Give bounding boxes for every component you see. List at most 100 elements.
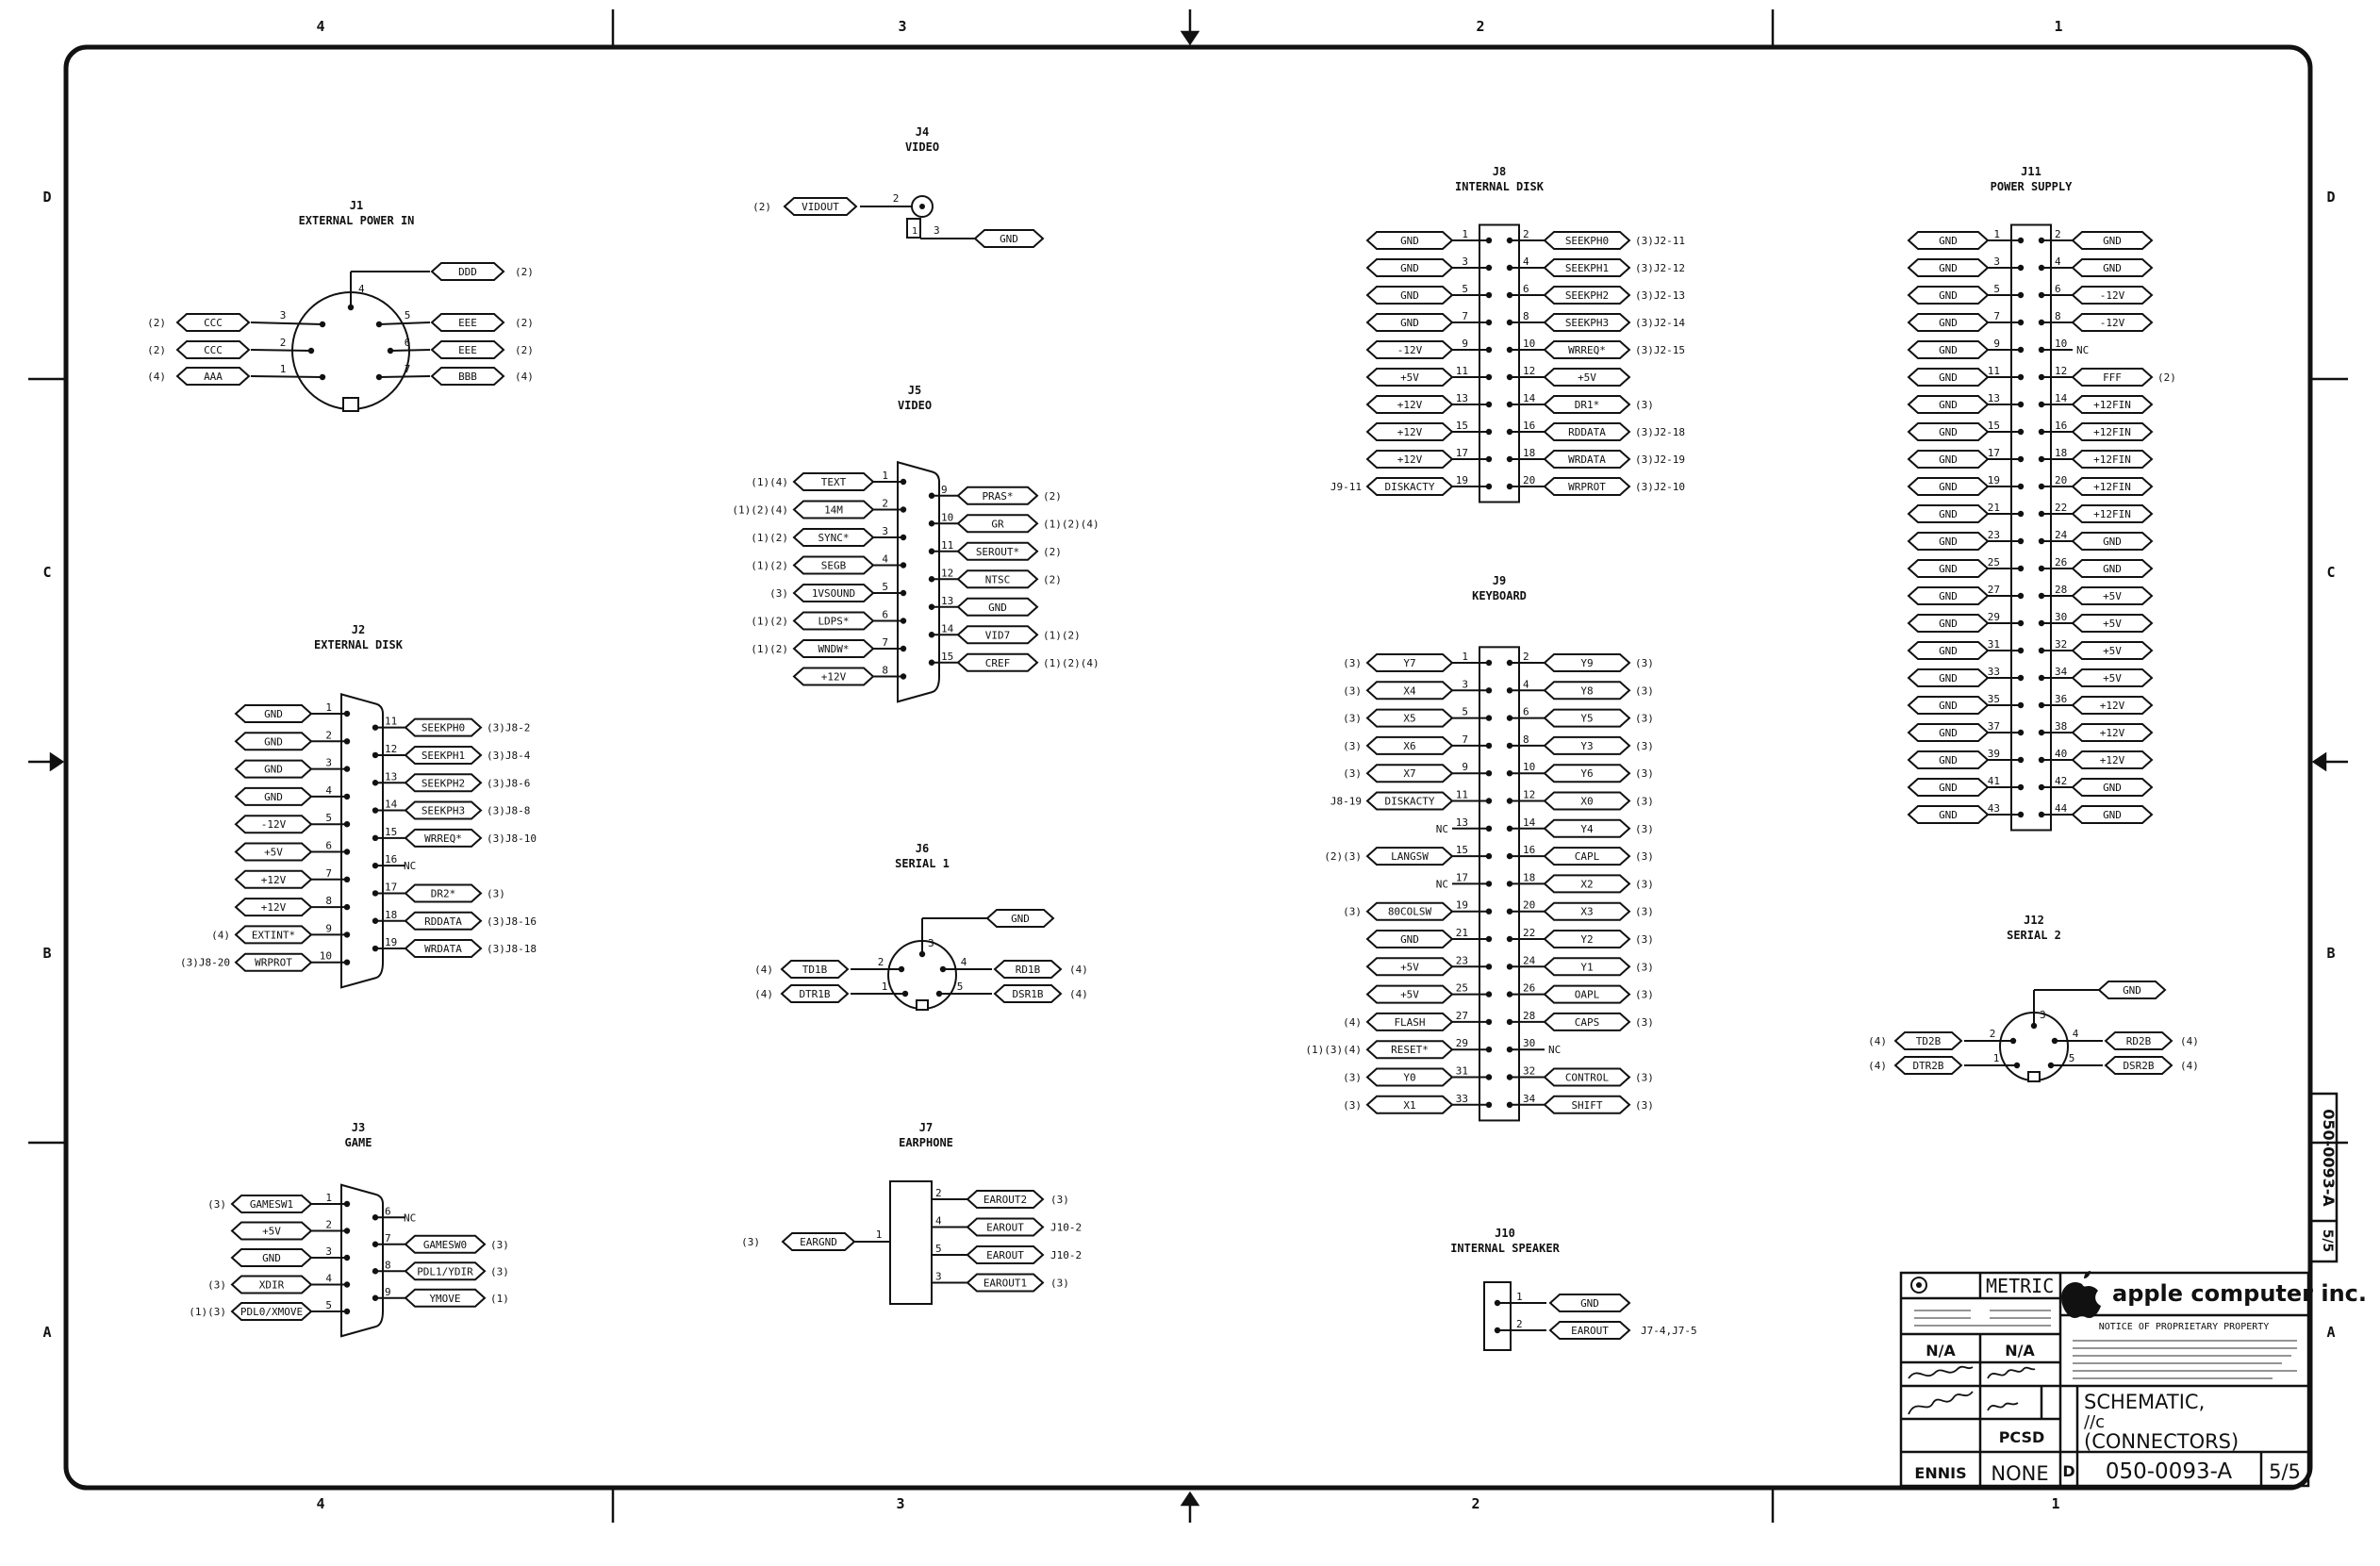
- j9-pin-13-nc: NC: [1436, 823, 1448, 835]
- signature-approved-by: [1908, 1391, 1974, 1415]
- j3-pin-2-signal-label: +5V: [262, 1226, 281, 1238]
- j3-pin-5-signal-label: PDL0/XMOVE: [240, 1306, 303, 1318]
- j5-pin-9-signal-label: PRAS*: [982, 490, 1013, 503]
- j5-pin-6-signal-tag: [792, 611, 875, 631]
- j2-pin-11-signal-tag: [404, 717, 483, 737]
- j7-pin-2-xref: (3): [1050, 1194, 1069, 1206]
- j1-pin-7-signal-label: BBB: [458, 371, 477, 383]
- j5-pin-9-num: 9: [941, 484, 948, 496]
- j11-pin-29-num: 29: [1988, 611, 2000, 623]
- j3-pin-9-signal-tag: [404, 1288, 487, 1308]
- j5-pin-2-signal-label: 14M: [824, 504, 843, 517]
- j2-pin-11-xref: (3)J8-2: [487, 722, 530, 734]
- j9-pin-16-num: 16: [1523, 844, 1535, 856]
- j9-pin-6-num: 6: [1523, 706, 1529, 718]
- j11-pin-22-signal-tag: [2071, 504, 2154, 523]
- j9-pin-29-signal-label: RESET*: [1391, 1044, 1429, 1056]
- j2-pin-19-xref: (3)J8-18: [487, 943, 537, 955]
- j5-pin-2-dot: [900, 506, 907, 513]
- j5-pin-10-signal-label: GR: [991, 518, 1004, 530]
- j9-pin-34-dot: [1506, 1101, 1513, 1109]
- j11-pin-38-dot: [2038, 729, 2045, 736]
- j11-pin-16-dot: [2038, 428, 2045, 436]
- j9-pin-18-signal-label: X2: [1580, 878, 1593, 890]
- j11-pin-29-signal-label: GND: [1939, 618, 1958, 630]
- zone-left-d: D: [42, 189, 51, 206]
- j6-pin-4-signal-label: RD1B: [1016, 964, 1041, 976]
- j9-pin-4-xref: (3): [1635, 684, 1654, 697]
- j6-pin-1-xref: (4): [754, 988, 773, 1000]
- j10-pin-1-num: 1: [1516, 1291, 1523, 1303]
- j9-pin-27-signal-label: FLASH: [1394, 1016, 1425, 1029]
- j11-pin-39-num: 39: [1988, 748, 2000, 760]
- j9-pin-13-dot: [1485, 825, 1493, 832]
- j8-pin-11-signal-label: +5V: [1400, 371, 1419, 384]
- j8-pin-20-dot: [1506, 483, 1513, 490]
- j8-pin-16-signal-label: RDDATA: [1568, 426, 1606, 438]
- j1-title: EXTERNAL POWER IN: [299, 214, 415, 227]
- j11-pin-11-dot: [2017, 373, 2025, 381]
- j2-pin-19-signal-label: WRDATA: [424, 943, 462, 955]
- j5-pin-9-xref: (2): [1043, 490, 1062, 503]
- j11-pin-33-signal-tag: [1907, 668, 1990, 687]
- j9-pin-5-signal-tag: [1365, 708, 1454, 728]
- j3-pin-6-dot: [372, 1214, 379, 1221]
- tb-size: D: [2062, 1462, 2074, 1480]
- j8-pin-8-signal-tag: [1543, 313, 1631, 332]
- j5-pin-9-signal-tag: [956, 486, 1039, 505]
- j9-ref: J9: [1493, 574, 1506, 587]
- j6-pin-1-signal-label: DTR1B: [799, 988, 830, 1000]
- j11-pin-9-signal-label: GND: [1939, 344, 1958, 356]
- j11-pin-19-num: 19: [1988, 474, 2000, 486]
- j9-pin-33-xref: (3): [1343, 1099, 1362, 1112]
- j11-pin-37-dot: [2017, 729, 2025, 736]
- j2-pin-3-num: 3: [325, 757, 332, 769]
- j9-pin-7-signal-tag: [1365, 735, 1454, 755]
- j2-pin-18-xref: (3)J8-16: [487, 915, 537, 928]
- j9-pin-11-signal-tag: [1365, 791, 1454, 811]
- j8-pin-18-xref: (3)J2-19: [1635, 453, 1685, 466]
- j8-pin-15-signal-label: +12V: [1397, 426, 1423, 438]
- j11-pin-18-signal-tag: [2071, 450, 2154, 469]
- j8-pin-12-signal-label: +5V: [1578, 371, 1596, 384]
- j5-ref: J5: [908, 384, 921, 397]
- zone-top-1: 1: [2054, 18, 2062, 35]
- j11-pin-9-num: 9: [1993, 338, 2000, 350]
- j11-pin-2-dot: [2038, 237, 2045, 244]
- j4-pin-3-signal-tag: [973, 229, 1045, 248]
- j11-pin-20-signal-label: +12FIN: [2093, 481, 2131, 493]
- j2-pin-16-dot: [372, 862, 379, 869]
- j9-pin-20-signal-tag: [1543, 901, 1631, 921]
- j11-pin-15-dot: [2017, 428, 2025, 436]
- j1-pin-4-num: 4: [358, 283, 365, 295]
- j11-pin-2-signal-label: GND: [2103, 235, 2122, 247]
- j8-pin-13-signal-label: +12V: [1397, 399, 1423, 411]
- tb-title-1: SCHEMATIC,: [2084, 1391, 2205, 1413]
- j5-pin-7-dot: [900, 645, 907, 652]
- j11-pin-34-signal-label: +5V: [2103, 672, 2122, 684]
- j8-pin-14-signal-label: DR1*: [1575, 399, 1600, 411]
- zone-left-b: B: [42, 945, 51, 962]
- zone-left-a: A: [42, 1324, 51, 1341]
- j9-title: KEYBOARD: [1472, 589, 1527, 602]
- j2-connector: 1GND2GND3GND4GND5-12V6+5V7+12V8+12V9EXTI…: [180, 693, 537, 989]
- j5-pin-11-num: 11: [941, 539, 953, 552]
- j11-pin-25-signal-label: GND: [1939, 563, 1958, 575]
- tb-title-3: (CONNECTORS): [2084, 1430, 2239, 1453]
- j11-pin-17-num: 17: [1988, 447, 2000, 459]
- j9-pin-2-xref: (3): [1635, 657, 1654, 669]
- j3-pin-5-signal-tag: [230, 1302, 313, 1321]
- j8-pin-7-signal-tag: [1365, 313, 1454, 332]
- j8-pin-1-dot: [1485, 237, 1493, 244]
- j11-pin-1-dot: [2017, 237, 2025, 244]
- j5-pin-1-xref: (1)(4): [751, 476, 788, 488]
- j9-pin-14-num: 14: [1523, 816, 1536, 829]
- j10-body: [1483, 1281, 1512, 1351]
- j9-pin-25-dot: [1485, 991, 1493, 997]
- j5-pin-2-xref: (1)(2)(4): [732, 504, 788, 517]
- j11-pin-33-dot: [2017, 674, 2025, 682]
- j11-pin-33-signal-label: GND: [1939, 672, 1958, 684]
- j9-pin-5-num: 5: [1462, 706, 1468, 718]
- j11-pin-15-signal-tag: [1907, 422, 1990, 441]
- j11-pin-27-signal-tag: [1907, 586, 1990, 605]
